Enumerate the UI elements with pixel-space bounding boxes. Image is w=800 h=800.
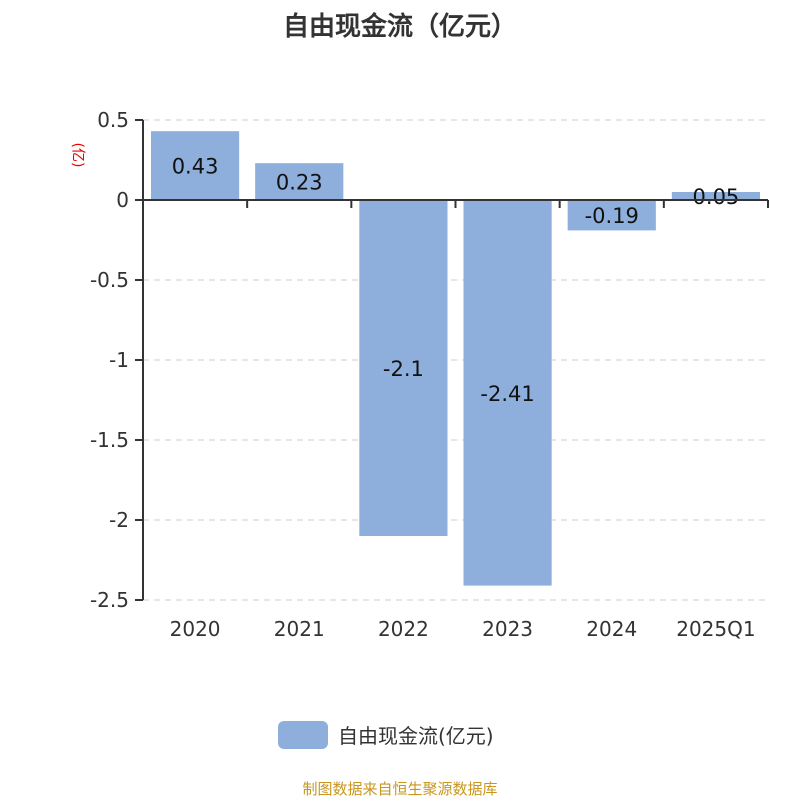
x-tick-label: 2024 [586, 617, 637, 641]
legend[interactable]: 自由现金流(亿元) [278, 720, 494, 749]
x-tick-label: 2023 [482, 617, 533, 641]
bar-2025Q1 [671, 192, 760, 200]
bar-2024 [567, 200, 656, 231]
y-tick-label: -0.5 [90, 268, 129, 292]
chart-title: 自由现金流（亿元） [282, 12, 517, 42]
bar-2020 [151, 131, 240, 200]
data-label: -2.41 [480, 382, 534, 406]
bar-2023 [463, 200, 552, 586]
bar-2021 [255, 163, 344, 200]
y-tick-label: -1 [109, 348, 129, 372]
y-tick-label: 0.5 [97, 108, 129, 132]
y-tick-label: -2.5 [90, 588, 129, 612]
y-tick-label: 0 [116, 188, 129, 212]
data-label: 0.43 [172, 155, 219, 179]
data-label: 0.05 [693, 185, 740, 209]
y-tick-label: -1.5 [90, 428, 129, 452]
x-tick-label: 2020 [170, 617, 221, 641]
bar-2022 [359, 200, 448, 536]
legend-swatch [278, 720, 328, 749]
y-tick-label: -2 [109, 508, 129, 532]
legend-label: 自由现金流(亿元) [338, 724, 494, 748]
source-note: 制图数据来自恒生聚源数据库 [302, 780, 498, 798]
data-label: -2.1 [383, 357, 424, 381]
data-label: -0.19 [585, 204, 639, 228]
x-tick-label: 2021 [274, 617, 325, 641]
x-tick-label: 2025Q1 [676, 617, 755, 641]
data-label: 0.23 [276, 171, 323, 195]
x-tick-label: 2022 [378, 617, 429, 641]
